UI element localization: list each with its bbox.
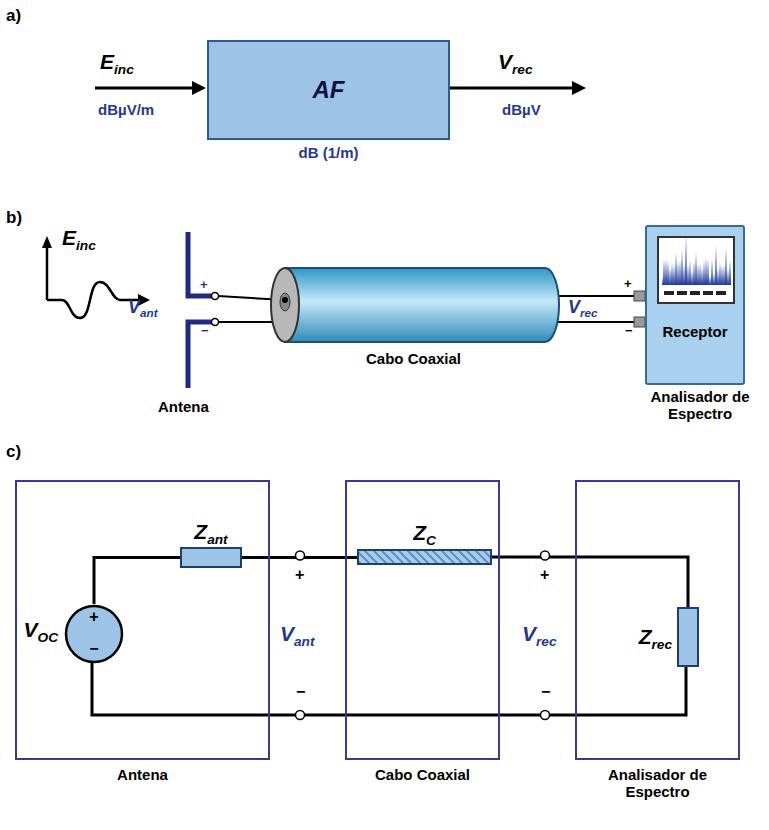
subscript: rec — [652, 637, 672, 652]
node-label: Antena — [0, 766, 293, 783]
circuit-wire — [492, 557, 688, 607]
subscript: ant — [207, 532, 227, 547]
symbol: V — [128, 297, 140, 317]
node-text: − — [89, 640, 98, 657]
unit-label: dBµV/m — [98, 101, 154, 118]
signal-name: Einc — [62, 226, 96, 250]
subscript: inc — [76, 238, 96, 253]
polarity-sign: + — [624, 277, 632, 292]
node-text: Receptor — [662, 323, 727, 340]
signal-name: Vrec — [522, 622, 557, 646]
node-label: ZC — [359, 521, 490, 545]
screen-key — [703, 291, 713, 295]
polarity-sign: + — [540, 566, 549, 584]
polarity-sign: + — [200, 278, 208, 293]
node-label: Zant — [162, 520, 260, 544]
node-text: Z — [194, 520, 207, 543]
node-label: + — [64, 608, 124, 626]
subscript: OC — [38, 630, 58, 645]
part-name: Antena — [158, 398, 209, 415]
voltage-source: VOC+− — [64, 604, 124, 664]
node-text: V — [24, 618, 38, 641]
node-text: Cabo Coaxial — [375, 766, 470, 783]
node-label: − — [64, 640, 124, 658]
node-text: Z — [413, 521, 426, 544]
terminal — [212, 293, 219, 326]
antenna-symbol — [188, 232, 212, 388]
circuit-wire — [94, 558, 180, 605]
impedance-box: Zrec — [677, 607, 699, 667]
node-text: AF — [313, 76, 345, 103]
node-label: AF — [209, 76, 448, 104]
cable-block: Cabo CoaxialZC — [345, 480, 500, 760]
node-label: Zrec — [639, 625, 672, 649]
node-label: VOC — [24, 618, 58, 642]
return-wire — [92, 662, 686, 715]
antenna-block: AntenaZantVOC+− — [15, 480, 270, 760]
transfer-block: AFdB (1/m) — [207, 40, 450, 140]
impedance-line: ZC — [357, 549, 492, 565]
node-text: Z — [639, 625, 652, 648]
receiver-box: ReceptorAnalisador de Espectro — [645, 225, 745, 385]
symbol: E — [100, 50, 114, 73]
signal-name: Vrec — [498, 50, 533, 74]
coax-cable — [271, 268, 559, 342]
symbol: V — [498, 50, 512, 73]
spectrum-trace — [662, 235, 731, 285]
node-text: dB (1/m) — [299, 144, 359, 161]
subscript: inc — [114, 62, 134, 77]
node-label: Analisador de Espectro — [635, 388, 765, 423]
node-label: Receptor — [647, 323, 743, 340]
screen-key — [690, 291, 700, 295]
signal-name: Einc — [100, 50, 134, 74]
node-label: Cabo Coaxial — [322, 766, 523, 783]
terminal — [296, 551, 550, 720]
signal-name: Vant — [128, 297, 158, 318]
unit-label: dBµV — [502, 101, 541, 118]
subscript: ant — [294, 634, 314, 649]
subscript: ant — [140, 306, 158, 319]
symbol: V — [568, 297, 580, 317]
screen-key — [664, 291, 674, 295]
symbol: E — [62, 226, 76, 249]
subscript: rec — [580, 306, 598, 319]
subscript: rec — [536, 634, 556, 649]
node-text: Analisador de Espectro — [650, 388, 749, 422]
part-name: Cabo Coaxial — [366, 350, 461, 367]
symbol: V — [280, 622, 294, 645]
connector — [634, 291, 645, 327]
node-text: Antena — [117, 766, 168, 783]
node-text: Analisador de Espectro — [608, 766, 707, 800]
screen-key — [716, 291, 726, 295]
panel-letter: b) — [6, 208, 22, 228]
node-label: Analisador de Espectro — [585, 766, 730, 801]
node-text: + — [89, 608, 98, 625]
polarity-sign: − — [201, 324, 209, 339]
signal-name: Vrec — [568, 297, 598, 318]
subscript: rec — [512, 62, 532, 77]
panel-letter: c) — [6, 442, 21, 462]
field-symbol — [42, 236, 150, 318]
source-outline — [66, 606, 122, 662]
screen-key — [677, 291, 687, 295]
analyzer-block: Analisador de EspectroZrec — [575, 480, 740, 760]
subscript: C — [426, 533, 436, 548]
panel-letter: a) — [6, 6, 21, 26]
signal-name: Vant — [280, 622, 314, 646]
node-label: dB (1/m) — [179, 144, 478, 161]
screen — [656, 235, 736, 307]
polarity-sign: − — [625, 324, 633, 339]
impedance-box: Zant — [180, 547, 242, 568]
symbol: V — [522, 622, 536, 645]
polarity-sign: − — [541, 683, 550, 701]
polarity-sign: − — [296, 683, 305, 701]
polarity-sign: + — [295, 566, 304, 584]
